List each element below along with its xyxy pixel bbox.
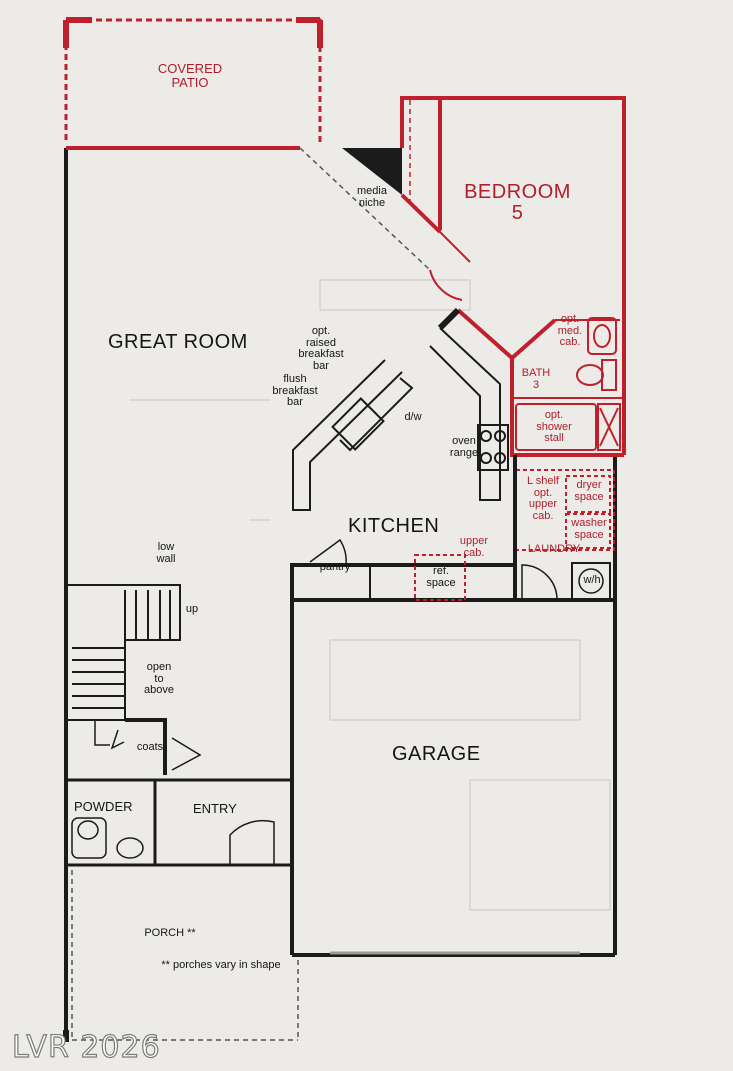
room-label-garage: GARAGE	[392, 743, 481, 765]
bath-fixtures	[515, 317, 621, 451]
porch-outline	[71, 870, 299, 1041]
note-ref-space: ref.space	[426, 565, 456, 589]
note-opt-med-cab: opt.med.cab.	[557, 313, 583, 349]
room-label-kitchen: KITCHEN	[348, 515, 440, 537]
pantry-door-swing	[309, 538, 347, 566]
water-heater	[571, 562, 611, 600]
room-label-powder: POWDER	[74, 799, 133, 814]
bleed-through-background	[130, 279, 611, 911]
note-dw: d/w	[404, 411, 422, 423]
room-label-porch: PORCH **	[144, 927, 196, 939]
covered-patio-outline	[63, 17, 323, 145]
bedroom-walls	[400, 96, 626, 457]
media-niche	[342, 148, 402, 195]
water-heater-tank	[578, 568, 604, 594]
kitchen-divider-diagonal	[437, 307, 461, 331]
room-label-laundry: LAUNDRY	[527, 543, 581, 555]
stairs	[66, 584, 181, 750]
note-porches-vary: ** porches vary in shape	[161, 959, 281, 971]
entry-door-swing	[229, 819, 275, 865]
exterior-walls	[64, 148, 617, 1040]
coats-closet	[125, 718, 167, 775]
note-coats: coats	[136, 741, 164, 753]
ref-space	[414, 554, 466, 601]
kitchen-counters	[292, 327, 509, 511]
note-stairs-up: up	[185, 603, 199, 615]
niche-dashed-diagonal	[299, 147, 431, 271]
coats-door-swing	[171, 737, 202, 771]
room-label-entry: ENTRY	[193, 801, 237, 816]
bedroom-door-swing	[429, 231, 471, 301]
note-water-heater: w/h	[583, 574, 601, 586]
room-label-great-room: GREAT ROOM	[108, 331, 248, 353]
watermark: LVR 2026	[11, 1029, 161, 1065]
laundry-door-swing	[521, 564, 558, 599]
note-pantry: pantry	[319, 561, 351, 573]
powder-entry-walls	[66, 778, 292, 867]
